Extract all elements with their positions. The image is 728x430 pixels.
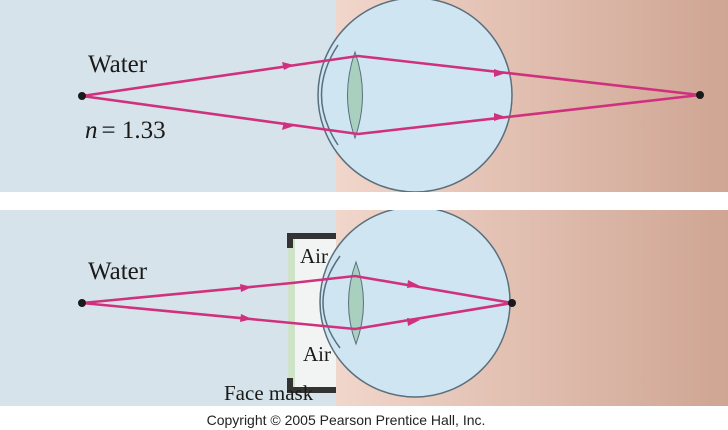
- ray-arrow-icon: [407, 280, 420, 288]
- image-point-bottom: [508, 299, 516, 307]
- air-label-top: Air: [300, 244, 328, 268]
- lens-bottom: [348, 260, 364, 346]
- air-label-bottom: Air: [303, 342, 331, 366]
- image-point-top: [696, 91, 704, 99]
- ray-top-lower: [81, 93, 701, 136]
- copyright-text: Copyright © 2005 Pearson Prentice Hall, …: [207, 412, 486, 428]
- water-region-top: [0, 0, 336, 192]
- mask-frame-top: [287, 233, 336, 248]
- ray-arrow-icon: [494, 113, 506, 121]
- ray-arrow-icon: [240, 314, 252, 322]
- refractive-index-label: n= 1.33: [85, 117, 166, 144]
- ray-top-upper: [81, 54, 701, 98]
- ray-arrow-icon: [282, 122, 294, 130]
- mask-frame-bottom: [287, 378, 336, 393]
- ray-arrow-icon: [494, 69, 506, 77]
- water-label-top: Water: [88, 51, 148, 78]
- bottom-panel: Water Air Air Face mask: [0, 210, 728, 406]
- ray-bottom-lower: [81, 301, 513, 331]
- object-point-top: [78, 92, 86, 100]
- mask-glass: [288, 236, 295, 390]
- water-region-bottom: [0, 210, 336, 406]
- cornea-top: [320, 44, 339, 146]
- ray-arrow-icon: [282, 62, 294, 70]
- face-mask-label: Face mask: [224, 381, 314, 405]
- ray-bottom-upper: [81, 274, 513, 305]
- eyeball-top: [317, 0, 513, 192]
- water-label-bottom: Water: [88, 258, 148, 285]
- top-panel: Water n= 1.33: [0, 0, 728, 192]
- lens-top: [347, 50, 363, 140]
- object-point-bottom: [78, 299, 86, 307]
- ray-arrow-icon: [407, 318, 420, 326]
- ray-arrow-icon: [240, 284, 252, 292]
